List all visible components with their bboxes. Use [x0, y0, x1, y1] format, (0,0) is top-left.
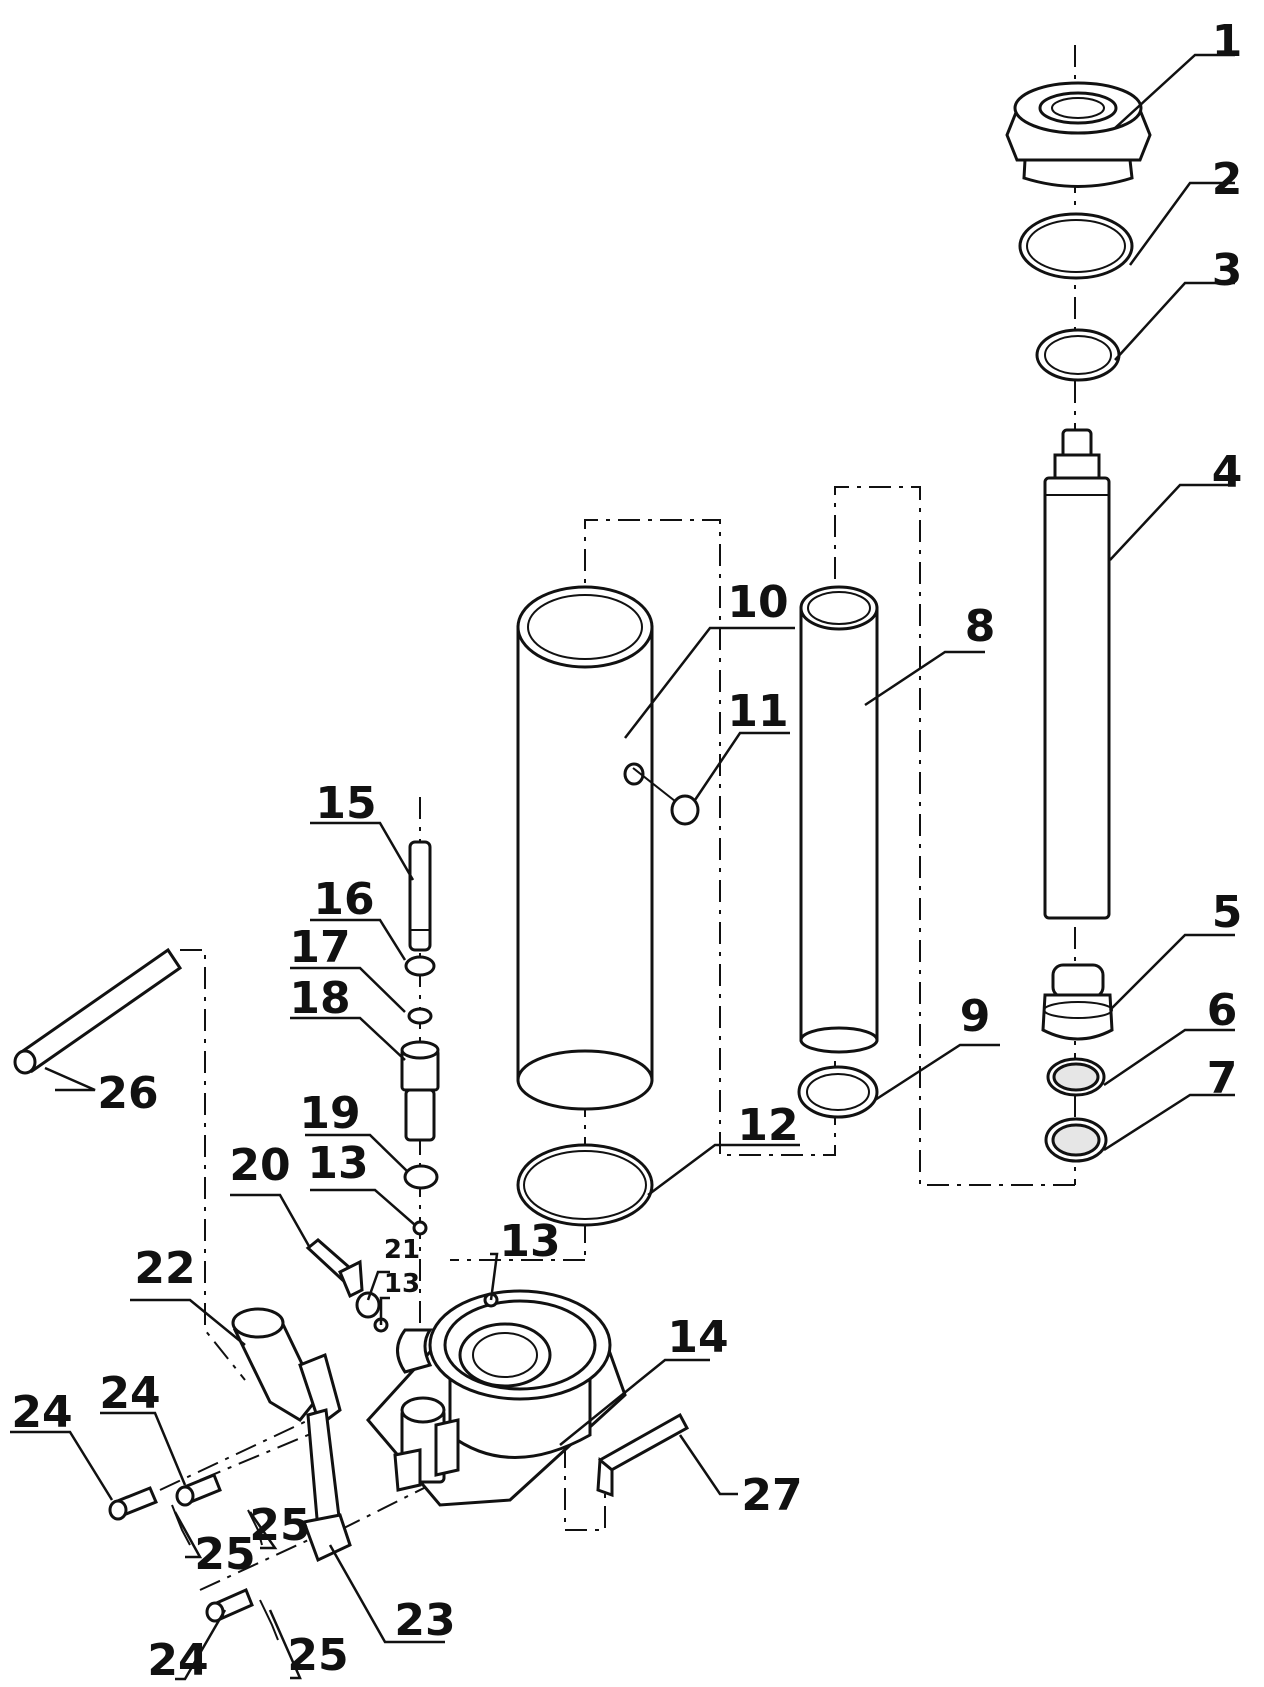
label-part-27: 27 [741, 1470, 802, 1521]
label-part-3: 3 [1212, 245, 1243, 296]
part-5-piston [1041, 963, 1114, 1041]
label-part-7: 7 [1207, 1053, 1238, 1104]
label-part-9: 9 [960, 991, 991, 1042]
part-24-pin [108, 1473, 254, 1623]
label-part-13-b: 13 [499, 1216, 560, 1267]
label-part-1: 1 [1212, 16, 1243, 67]
label-part-18: 18 [289, 973, 350, 1024]
label-part-14: 14 [667, 1312, 728, 1363]
part-17-washer [407, 1007, 433, 1025]
part-labels: 1 2 3 4 5 6 7 8 9 10 11 12 13 13 13 14 1… [11, 16, 1242, 1686]
part-16-washer [404, 955, 436, 977]
part-15-pin [408, 840, 432, 952]
label-part-11: 11 [727, 686, 788, 737]
label-part-15: 15 [315, 778, 376, 829]
label-part-25-b: 25 [249, 1500, 310, 1551]
part-3-ring [1035, 328, 1121, 382]
part-2-ring [1018, 212, 1134, 280]
label-part-13-a: 13 [307, 1138, 368, 1189]
part-9-ring [797, 1065, 879, 1119]
part-23-link [301, 1408, 352, 1563]
label-part-16: 16 [313, 874, 374, 925]
label-part-25-a: 25 [194, 1529, 255, 1580]
part-19-washer [403, 1164, 439, 1190]
leader-lines [10, 53, 1235, 1681]
label-part-22: 22 [134, 1243, 195, 1294]
part-12-seal [516, 1143, 654, 1227]
part-11-screw [623, 762, 700, 826]
label-part-20: 20 [229, 1140, 290, 1191]
label-part-8: 8 [965, 601, 996, 652]
label-part-19: 19 [299, 1088, 360, 1139]
part-26-handle-bar [13, 947, 183, 1075]
label-part-6: 6 [1207, 985, 1238, 1036]
label-part-23: 23 [394, 1595, 455, 1646]
part-14-base [366, 1289, 627, 1507]
label-part-2: 2 [1212, 154, 1243, 205]
part-6-ring [1046, 1057, 1106, 1097]
part-4-rod [1043, 428, 1111, 920]
label-part-21: 21 [384, 1235, 420, 1265]
label-part-26: 26 [97, 1068, 158, 1119]
label-part-24-c: 24 [147, 1635, 208, 1686]
label-part-24-a: 24 [11, 1387, 72, 1438]
part-22-handle-socket [231, 1307, 342, 1428]
part-21-plug [355, 1291, 381, 1319]
label-part-25-c: 25 [287, 1630, 348, 1681]
part-20-valve [305, 1238, 364, 1299]
label-part-4: 4 [1212, 447, 1243, 498]
part-10-outer-cylinder [516, 585, 654, 1111]
part-18-nut [400, 1040, 440, 1142]
label-part-5: 5 [1212, 887, 1243, 938]
label-part-17: 17 [289, 922, 350, 973]
label-part-10: 10 [727, 577, 788, 628]
part-8-inner-cylinder [799, 585, 879, 1054]
part-27-rod [596, 1412, 690, 1498]
label-part-13-c: 13 [384, 1269, 420, 1299]
part-7-ring [1044, 1117, 1108, 1163]
label-part-12: 12 [737, 1100, 798, 1151]
part-1-nut [1005, 81, 1152, 188]
label-part-24-b: 24 [99, 1368, 160, 1419]
